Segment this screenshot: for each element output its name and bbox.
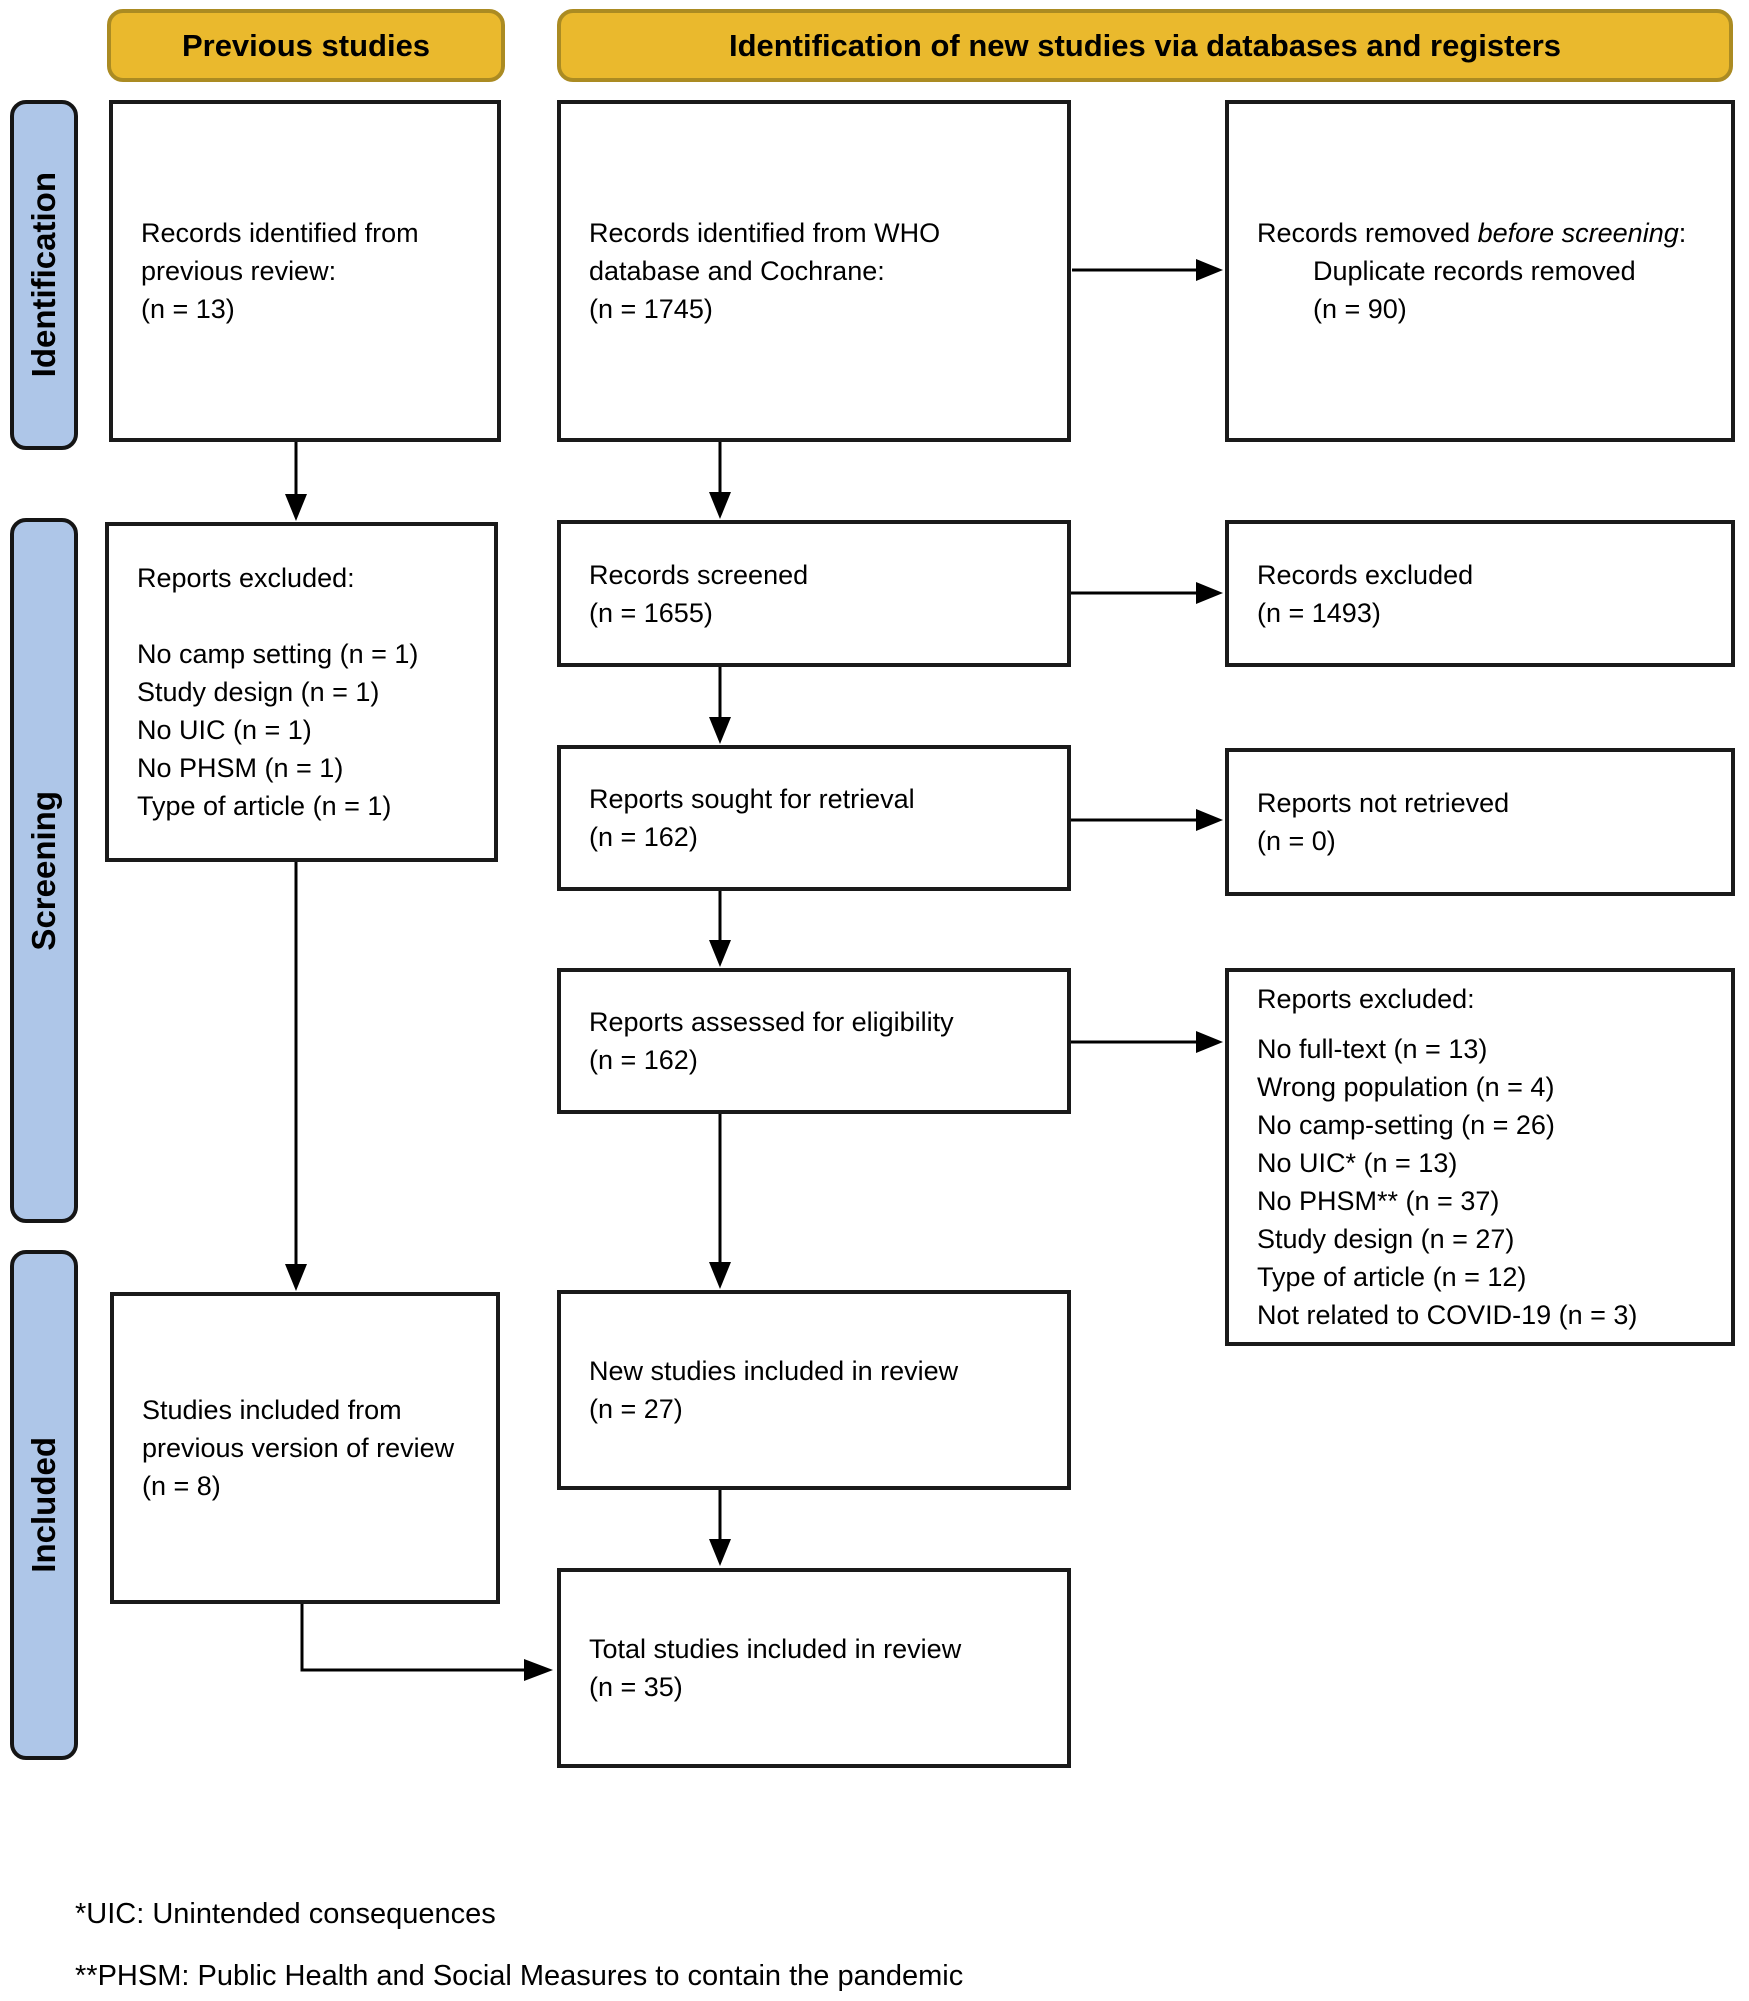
- arrow-reports-sought-to-not-retrieved: [1071, 809, 1223, 831]
- arrow-head-icon: [709, 1262, 731, 1289]
- arrow-reports-assessed-to-new-included: [709, 1114, 731, 1289]
- arrow-head-icon: [285, 1264, 307, 1291]
- phase-bar-included: Included: [10, 1250, 78, 1760]
- phase-bar-identification-label: Identification: [25, 172, 62, 378]
- arrow-records-screened-to-reports-sought: [709, 667, 731, 744]
- box-total-studies-included: Total studies included in review (n = 35…: [557, 1568, 1071, 1768]
- arrow-head-icon: [1196, 582, 1223, 604]
- arrow-new-included-to-total-included: [709, 1490, 731, 1566]
- exclusion-reason: Study design (n = 27): [1257, 1224, 1515, 1254]
- arrow-head-icon: [709, 492, 731, 519]
- box-new-studies-included: New studies included in review (n = 27): [557, 1290, 1071, 1490]
- box-text: Reports assessed for eligibility: [589, 1007, 954, 1037]
- arrow-head-icon: [285, 494, 307, 521]
- box-reports-assessed-eligibility: Reports assessed for eligibility (n = 16…: [557, 968, 1071, 1114]
- box-count: (n = 35): [589, 1672, 683, 1702]
- box-text: Reports sought for retrieval: [589, 784, 915, 814]
- arrow-head-icon: [524, 1659, 553, 1681]
- phase-bar-identification: Identification: [10, 100, 78, 450]
- column-header-new-studies-label: Identification of new studies via databa…: [728, 27, 1562, 63]
- arrow-head-icon: [709, 940, 731, 967]
- box-count: (n = 13): [141, 294, 235, 324]
- box-count: (n = 27): [589, 1394, 683, 1424]
- box-count: (n = 1493): [1257, 597, 1381, 628]
- arrow-prev-included-to-total-included: [300, 1604, 553, 1681]
- arrow-db-identified-to-records-removed: [1072, 259, 1223, 281]
- box-text: Records excluded: [1257, 559, 1474, 590]
- box-studies-included-previous-version: Studies included from previous version o…: [110, 1292, 500, 1604]
- box-prev-reports-excluded: Reports excluded: No camp setting (n = 1…: [105, 522, 498, 862]
- box-text: Records identified from previous review:: [141, 218, 419, 286]
- arrow-head-icon: [1196, 809, 1223, 831]
- box-text: Records screened: [589, 559, 809, 590]
- arrow-head-icon: [709, 717, 731, 744]
- column-header-new-studies: Identification of new studies via databa…: [557, 9, 1733, 82]
- box-count: (n = 0): [1257, 826, 1336, 856]
- arrow-records-screened-to-records-excluded: [1071, 582, 1223, 604]
- exclusion-reason: No camp setting (n = 1): [137, 639, 419, 669]
- exclusion-reason: Type of article (n = 12): [1257, 1262, 1527, 1292]
- box-records-excluded: Records excluded (n = 1493): [1225, 520, 1735, 667]
- exclusion-reason: No PHSM (n = 1): [137, 753, 344, 783]
- column-header-previous-studies-label: Previous studies: [181, 27, 431, 63]
- exclusion-reason: No UIC* (n = 13): [1257, 1148, 1458, 1178]
- exclusion-reason: No UIC (n = 1): [137, 715, 312, 745]
- box-records-removed-before-screening: Records removed before screening: Duplic…: [1225, 100, 1735, 442]
- box-count: (n = 1745): [589, 294, 713, 324]
- arrow-db-identified-to-records-screened: [709, 442, 731, 519]
- column-header-previous-studies: Previous studies: [107, 9, 505, 82]
- text-normal: :: [1678, 218, 1687, 248]
- box-count: (n = 162): [589, 1045, 698, 1075]
- box-text: Records identified from WHO database and…: [589, 218, 941, 286]
- box-records-screened: Records screened (n = 1655): [557, 520, 1071, 667]
- box-text: Records removed before screening:: [1257, 214, 1703, 252]
- exclusion-reason: Type of article (n = 1): [137, 791, 392, 821]
- box-text: New studies included in review: [589, 1356, 959, 1386]
- phase-bar-screening-label: Screening: [25, 790, 62, 951]
- text-normal: Records removed: [1257, 218, 1478, 248]
- box-count: (n = 90): [1313, 294, 1407, 324]
- box-fulltext-reports-excluded: Reports excluded: No full-text (n = 13) …: [1225, 968, 1735, 1346]
- footnote-uic: *UIC: Unintended consequences: [75, 1898, 496, 1930]
- box-title: Reports excluded:: [1257, 984, 1475, 1014]
- arrow-head-icon: [1196, 1031, 1223, 1053]
- exclusion-reason: No camp-setting (n = 26): [1257, 1110, 1555, 1140]
- box-title: Reports excluded:: [137, 563, 355, 593]
- box-detail: Duplicate records removed: [1313, 256, 1636, 286]
- exclusion-reason: No PHSM** (n = 37): [1257, 1186, 1500, 1216]
- exclusion-reason: Study design (n = 1): [137, 677, 380, 707]
- box-count: (n = 162): [589, 822, 698, 852]
- phase-bar-included-label: Included: [25, 1437, 62, 1573]
- box-count: (n = 1655): [589, 597, 713, 628]
- box-reports-not-retrieved: Reports not retrieved (n = 0): [1225, 748, 1735, 896]
- footnote-phsm: **PHSM: Public Health and Social Measure…: [75, 1960, 964, 1992]
- text-italic: before screening: [1477, 218, 1679, 248]
- box-records-identified-previous-review: Records identified from previous review:…: [109, 100, 501, 442]
- box-records-identified-who-cochrane: Records identified from WHO database and…: [557, 100, 1071, 442]
- spacer: [1257, 1018, 1703, 1030]
- box-text: Reports not retrieved: [1257, 788, 1510, 818]
- exclusion-reason: Wrong population (n = 4): [1257, 1072, 1555, 1102]
- arrow-reports-sought-to-reports-assessed: [709, 891, 731, 967]
- box-text: Total studies included in review: [589, 1634, 962, 1664]
- arrow-prev-identified-to-prev-excluded: [285, 442, 307, 521]
- spacer: [137, 597, 466, 635]
- arrow-head-icon: [709, 1539, 731, 1566]
- arrow-reports-assessed-to-fulltext-excluded: [1071, 1031, 1223, 1053]
- exclusion-reason: No full-text (n = 13): [1257, 1034, 1488, 1064]
- box-reports-sought-retrieval: Reports sought for retrieval (n = 162): [557, 745, 1071, 891]
- exclusion-reason: Not related to COVID-19 (n = 3): [1257, 1300, 1638, 1330]
- arrow-elbow-line: [300, 1604, 526, 1672]
- phase-bar-screening: Screening: [10, 518, 78, 1223]
- arrow-head-icon: [1196, 259, 1223, 281]
- box-text: Studies included from previous version o…: [142, 1395, 455, 1501]
- arrow-prev-excluded-to-prev-included: [285, 862, 307, 1291]
